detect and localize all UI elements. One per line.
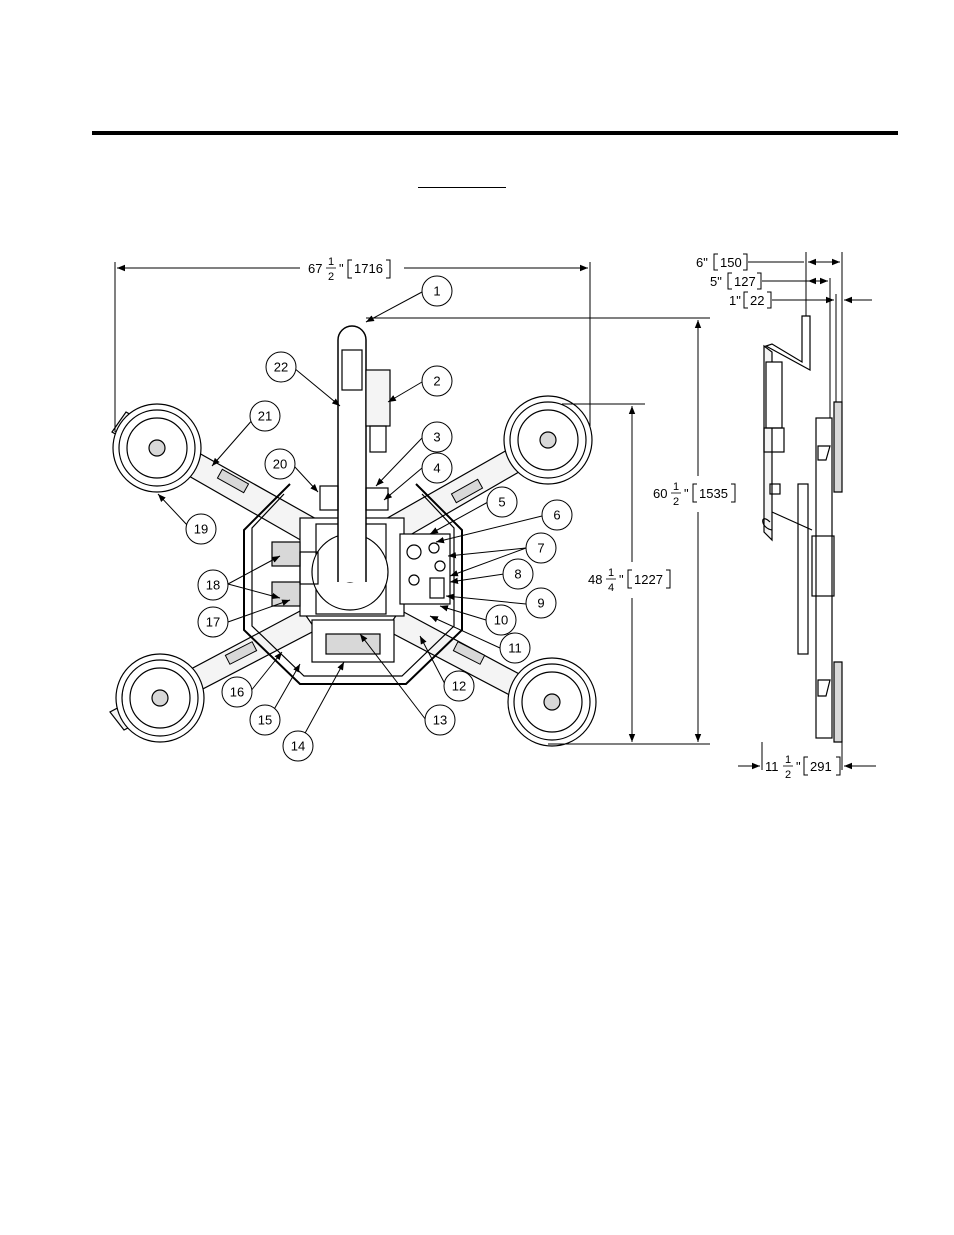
svg-text:11: 11 <box>765 759 779 774</box>
svg-text:4: 4 <box>608 582 614 594</box>
svg-text:20: 20 <box>273 457 287 472</box>
svg-text:127: 127 <box>734 274 756 289</box>
callout-22: 22 <box>266 352 296 382</box>
svg-text:60: 60 <box>653 486 667 501</box>
svg-text:150: 150 <box>720 255 742 270</box>
svg-text:2: 2 <box>673 496 679 508</box>
svg-text:19: 19 <box>194 522 208 537</box>
svg-text:2: 2 <box>433 374 440 389</box>
dim-side-1: 1" 22 <box>729 292 771 308</box>
svg-text:5: 5 <box>498 495 505 510</box>
dim-side-5: 5" 127 <box>710 273 761 289</box>
callout-4: 4 <box>422 453 452 483</box>
svg-text:5": 5" <box>710 274 722 289</box>
svg-text:9: 9 <box>537 596 544 611</box>
callout-12: 12 <box>444 671 474 701</box>
svg-text:4: 4 <box>433 461 440 476</box>
callout-15: 15 <box>250 705 280 735</box>
svg-text:48: 48 <box>588 572 602 587</box>
svg-text:16: 16 <box>230 685 244 700</box>
callout-18: 18 <box>198 570 228 600</box>
vacuum-pad-top-left <box>113 404 201 492</box>
callout-8: 8 <box>503 559 533 589</box>
svg-text:17: 17 <box>206 615 220 630</box>
callout-9: 9 <box>526 588 556 618</box>
svg-text:18: 18 <box>206 578 220 593</box>
svg-text:291: 291 <box>810 759 832 774</box>
front-view <box>110 326 596 746</box>
svg-text:": " <box>684 486 689 501</box>
svg-text:1: 1 <box>785 754 791 766</box>
callout-7: 7 <box>526 533 556 563</box>
callout-21: 21 <box>250 401 280 431</box>
svg-text:1": 1" <box>729 293 741 308</box>
callout-14: 14 <box>283 731 313 761</box>
vacuum-pad-bottom-left <box>116 654 204 742</box>
svg-text:7: 7 <box>537 541 544 556</box>
callout-2: 2 <box>422 366 452 396</box>
callout-1: 1 <box>422 276 452 306</box>
svg-text:22: 22 <box>274 360 288 375</box>
dim-width-overall: 67 1 2 " 1716 <box>308 256 390 283</box>
vacuum-pad-top-right <box>504 396 592 484</box>
svg-text:14: 14 <box>291 739 305 754</box>
dim-height-pads: 48 1 4 " 1227 <box>588 567 670 594</box>
callout-10: 10 <box>486 605 516 635</box>
svg-text:11: 11 <box>508 641 522 656</box>
svg-text:1: 1 <box>673 481 679 493</box>
svg-text:13: 13 <box>433 713 447 728</box>
callout-19: 19 <box>186 514 216 544</box>
callout-11: 11 <box>500 633 530 663</box>
dim-side-6: 6" 150 <box>696 254 747 270</box>
callout-6: 6 <box>542 500 572 530</box>
svg-text:1716: 1716 <box>354 261 383 276</box>
svg-text:6": 6" <box>696 255 708 270</box>
svg-text:10: 10 <box>494 613 508 628</box>
svg-text:1535: 1535 <box>699 486 728 501</box>
vacuum-pad-bottom-right <box>508 658 596 746</box>
callout-13: 13 <box>425 705 455 735</box>
battery-box <box>312 620 394 662</box>
callout-5: 5 <box>487 487 517 517</box>
svg-text:12: 12 <box>452 679 466 694</box>
callout-3: 3 <box>422 422 452 452</box>
callout-17: 17 <box>198 607 228 637</box>
svg-text:6: 6 <box>553 508 560 523</box>
svg-text:": " <box>796 759 801 774</box>
svg-text:15: 15 <box>258 713 272 728</box>
svg-text:2: 2 <box>328 271 334 283</box>
svg-text:1: 1 <box>328 256 334 268</box>
svg-text:1: 1 <box>608 567 614 579</box>
svg-text:2: 2 <box>785 769 791 781</box>
svg-text:": " <box>619 572 624 587</box>
svg-text:": " <box>339 261 344 276</box>
dim-depth-overall: 11 1 2 " 291 <box>765 754 840 781</box>
control-panel-right <box>400 534 450 604</box>
dim-height-overall: 60 1 2 " 1535 <box>653 481 735 508</box>
callout-16: 16 <box>222 677 252 707</box>
svg-text:3: 3 <box>433 430 440 445</box>
svg-text:8: 8 <box>514 567 521 582</box>
svg-text:21: 21 <box>258 409 272 424</box>
svg-text:22: 22 <box>750 293 764 308</box>
svg-text:1: 1 <box>433 284 440 299</box>
svg-text:1227: 1227 <box>634 572 663 587</box>
svg-text:67: 67 <box>308 261 322 276</box>
callout-20: 20 <box>265 449 295 479</box>
